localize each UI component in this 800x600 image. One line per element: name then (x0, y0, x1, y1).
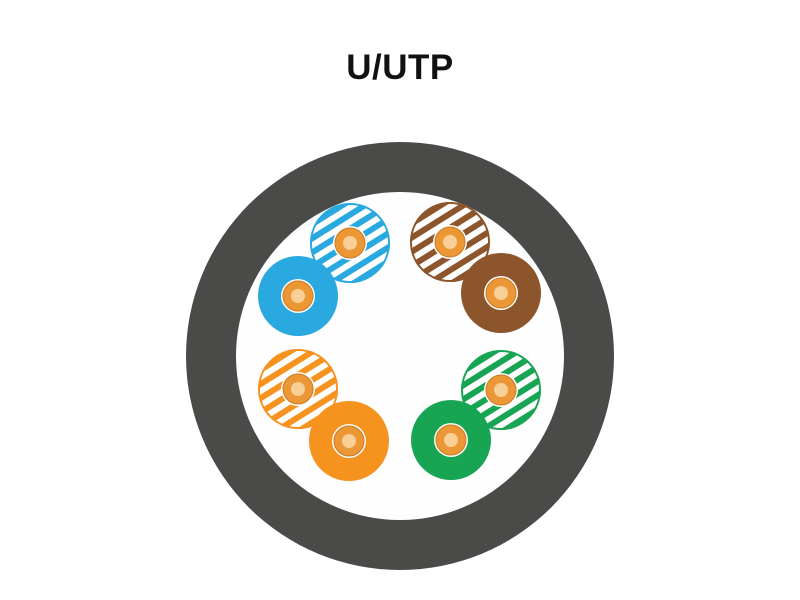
conductor-highlight (291, 382, 305, 396)
wire-orange-white-striped (258, 349, 338, 429)
wire-green-solid (411, 400, 491, 480)
conductor-highlight (291, 289, 305, 303)
diagram-title: U/UTP (346, 48, 454, 87)
wire-blue-solid (258, 256, 338, 336)
wire-brown-solid (461, 253, 541, 333)
conductor-highlight (443, 235, 457, 249)
conductor-highlight (494, 383, 508, 397)
conductor-highlight (342, 434, 356, 448)
wire-orange-solid (309, 401, 389, 481)
conductor-highlight (444, 433, 458, 447)
conductor-highlight (343, 236, 357, 250)
conductor-highlight (494, 286, 508, 300)
